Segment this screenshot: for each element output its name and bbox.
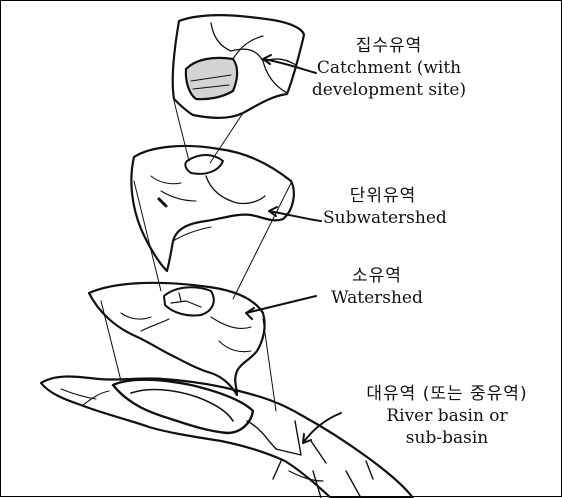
subwatershed-shape — [131, 146, 293, 271]
watershed-label-english: Watershed — [317, 287, 437, 309]
river-basin-label-korean: 대유역 (또는 중유역) — [347, 383, 547, 405]
river-basin-label-english-line1: River basin or — [347, 405, 547, 427]
pointer-arrows — [246, 55, 341, 443]
watershed-shape — [89, 283, 265, 395]
subwatershed-label: 단위유역 Subwatershed — [323, 185, 443, 229]
cone-lines-1 — [174, 101, 243, 163]
catchment-label-english-line1: Catchment (with — [309, 57, 469, 79]
catchment-label-english-line2: development site) — [309, 79, 469, 101]
watershed-label-korean: 소유역 — [317, 265, 437, 287]
subwatershed-label-korean: 단위유역 — [323, 185, 443, 207]
catchment-label: 집수유역 Catchment (with development site) — [309, 35, 469, 101]
catchment-label-korean: 집수유역 — [309, 35, 469, 57]
catchment-shape — [173, 15, 304, 118]
river-basin-label: 대유역 (또는 중유역) River basin or sub-basin — [347, 383, 547, 449]
subwatershed-label-english: Subwatershed — [323, 207, 443, 229]
watershed-label: 소유역 Watershed — [317, 265, 437, 309]
river-basin-label-english-line2: sub-basin — [347, 427, 547, 449]
